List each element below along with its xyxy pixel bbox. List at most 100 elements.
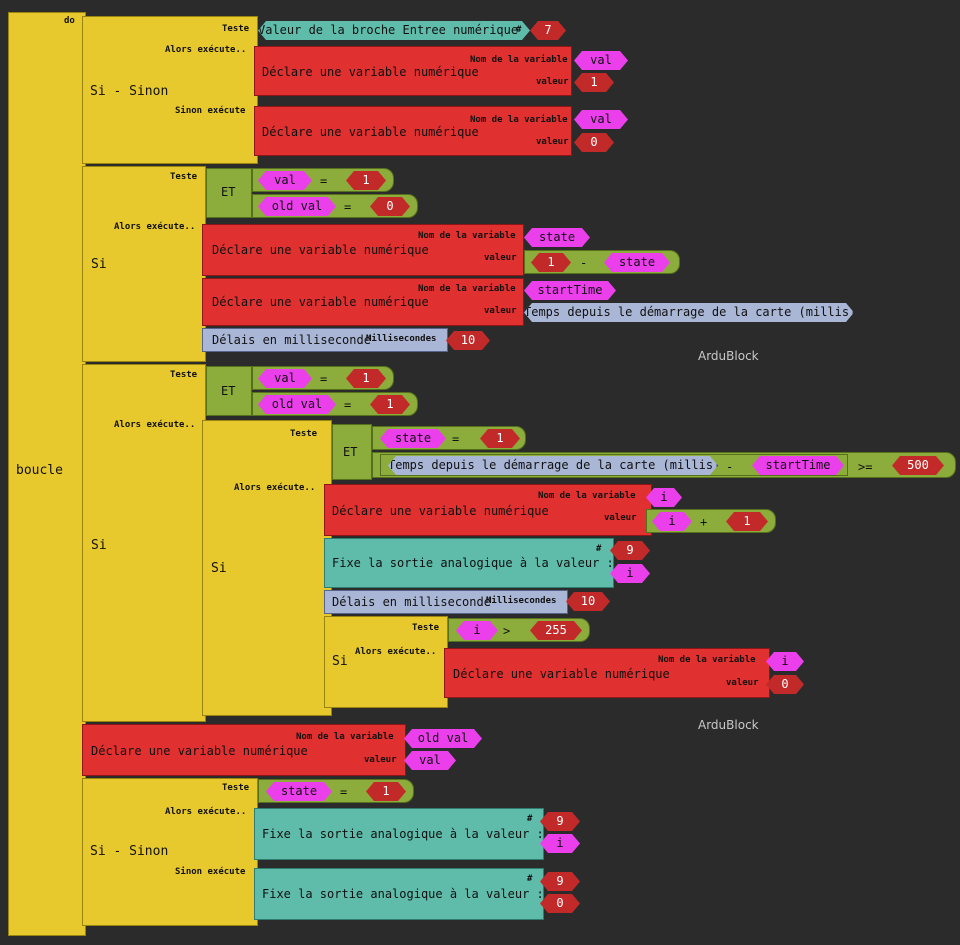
analog-val-3[interactable]: 0 xyxy=(540,894,580,913)
cond-3b-val[interactable]: 1 xyxy=(370,395,410,414)
cond-2b-op: = xyxy=(344,200,352,214)
cond-3c-var[interactable]: state xyxy=(380,429,446,448)
else-label-1: Sinon exécute xyxy=(175,106,246,116)
if-block-3[interactable] xyxy=(82,364,206,722)
cond-3e-var[interactable]: i xyxy=(456,621,498,640)
cond-3a-var[interactable]: val xyxy=(258,369,312,388)
var-name-val-2[interactable]: val xyxy=(574,110,628,129)
value-label-4: valeur xyxy=(484,306,517,316)
var-name-label-6: Nom de la variable xyxy=(658,655,756,665)
loop-do-label: do xyxy=(64,16,75,26)
then-label-3-nested: Alors exécute.. xyxy=(355,647,437,657)
analog-block-2[interactable] xyxy=(254,808,544,860)
and-block-3[interactable] xyxy=(206,366,252,416)
var-value-6[interactable]: 0 xyxy=(766,675,804,694)
start-var-3d[interactable]: startTime xyxy=(752,456,844,475)
declare-block-7[interactable] xyxy=(82,724,406,776)
cond-2b-val[interactable]: 0 xyxy=(370,197,410,216)
analog-val-1[interactable]: i xyxy=(610,564,650,583)
cond-3b-op: = xyxy=(344,398,352,412)
then-label-3-inner: Alors exécute.. xyxy=(234,483,316,493)
delay-value-3[interactable]: 10 xyxy=(566,592,610,611)
cond-3a-val[interactable]: 1 xyxy=(346,369,386,388)
analog-block-1[interactable] xyxy=(324,538,614,588)
if-label-3-nested: Si xyxy=(332,654,348,669)
var-value-7[interactable]: val xyxy=(404,751,456,770)
cond-3b-var[interactable]: old val xyxy=(258,395,336,414)
then-label-3: Alors exécute.. xyxy=(114,420,196,430)
cond-3c-val[interactable]: 1 xyxy=(480,429,520,448)
delay-block-2[interactable] xyxy=(202,328,448,352)
plus-op-5: + xyxy=(700,515,708,529)
if-label-3-inner: Si xyxy=(211,561,227,576)
plus-right-5[interactable]: 1 xyxy=(726,512,768,531)
var-name-val-5[interactable]: i xyxy=(646,488,682,507)
cond-2a-val[interactable]: 1 xyxy=(346,171,386,190)
value-label-7: valeur xyxy=(364,755,397,765)
var-name-label-4: Nom de la variable xyxy=(418,284,516,294)
cond-2b-var[interactable]: old val xyxy=(258,197,336,216)
declare-block-2[interactable] xyxy=(254,106,572,156)
analog-block-3[interactable] xyxy=(254,868,544,920)
delay-value-2[interactable]: 10 xyxy=(446,331,490,350)
var-name-val-4[interactable]: startTime xyxy=(524,281,616,300)
cond-3c-op: = xyxy=(452,432,460,446)
cond-2a-var[interactable]: val xyxy=(258,171,312,190)
cond-3a-op: = xyxy=(320,372,328,386)
digital-read-block[interactable]: Valeur de la broche Entree numérique xyxy=(258,21,530,40)
if-block-3-nested[interactable] xyxy=(324,616,448,708)
delay-block-3[interactable] xyxy=(324,590,568,614)
var-value-2[interactable]: 0 xyxy=(574,133,614,152)
value-label-6: valeur xyxy=(726,678,759,688)
millis-block-3d[interactable]: Temps depuis le démarrage de la carte (m… xyxy=(388,456,718,475)
declare-block-3[interactable] xyxy=(202,224,524,276)
declare-block-1[interactable] xyxy=(254,46,572,96)
declare-block-5[interactable] xyxy=(324,484,652,536)
if-block-3-inner[interactable] xyxy=(202,420,332,716)
test-label-3-nested: Teste xyxy=(412,623,440,633)
test-label-1: Teste xyxy=(222,24,250,34)
var-value-1[interactable]: 1 xyxy=(574,73,614,92)
cond-5-val[interactable]: 1 xyxy=(366,782,406,801)
cmp-val-3d[interactable]: 500 xyxy=(892,456,944,475)
var-name-val-3[interactable]: state xyxy=(524,228,590,247)
cond-3e-val[interactable]: 255 xyxy=(530,621,582,640)
if-else-block-1[interactable] xyxy=(82,16,258,164)
analog-pin-1[interactable]: 9 xyxy=(610,541,650,560)
var-name-val-7[interactable]: old val xyxy=(404,729,482,748)
analog-hash-2: # xyxy=(527,814,533,824)
watermark-1: ArduBlock xyxy=(698,349,759,363)
analog-pin-2[interactable]: 9 xyxy=(540,812,580,831)
declare-label-5: Déclare une variable numérique xyxy=(332,504,549,518)
cond-5-var[interactable]: state xyxy=(266,782,332,801)
and-label-3: ET xyxy=(221,384,236,398)
and-block-2[interactable] xyxy=(206,168,252,218)
if-else-label-1: Si - Sinon xyxy=(90,84,169,99)
minus-right-3[interactable]: state xyxy=(604,253,670,272)
value-label-3: valeur xyxy=(484,253,517,263)
plus-left-5[interactable]: i xyxy=(652,512,692,531)
if-block-2[interactable] xyxy=(82,166,206,362)
loop-block[interactable] xyxy=(8,12,86,936)
ms-label-3: Millisecondes xyxy=(486,596,557,606)
analog-hash-3: # xyxy=(527,874,533,884)
watermark-2: ArduBlock xyxy=(698,718,759,732)
declare-block-4[interactable] xyxy=(202,278,524,326)
var-name-label-7: Nom de la variable xyxy=(296,732,394,742)
analog-hash-1: # xyxy=(596,544,602,554)
declare-label-1: Déclare une variable numérique xyxy=(262,65,479,79)
var-name-val-6[interactable]: i xyxy=(766,652,804,671)
minus-left-3[interactable]: 1 xyxy=(531,253,571,272)
if-else-block-5[interactable] xyxy=(82,778,258,926)
millis-block-4[interactable]: Temps depuis le démarrage de la carte (m… xyxy=(524,303,854,322)
hash-label-1: # xyxy=(516,25,522,35)
else-label-5: Sinon exécute xyxy=(175,867,246,877)
and-block-3-inner[interactable] xyxy=(332,424,372,480)
analog-val-2[interactable]: i xyxy=(540,834,580,853)
if-else-label-5: Si - Sinon xyxy=(90,844,169,859)
and-label-3-inner: ET xyxy=(343,445,358,459)
analog-pin-3[interactable]: 9 xyxy=(540,872,580,891)
declare-block-6[interactable] xyxy=(444,648,770,698)
pin-value-1[interactable]: 7 xyxy=(530,21,566,40)
var-name-val-1[interactable]: val xyxy=(574,51,628,70)
